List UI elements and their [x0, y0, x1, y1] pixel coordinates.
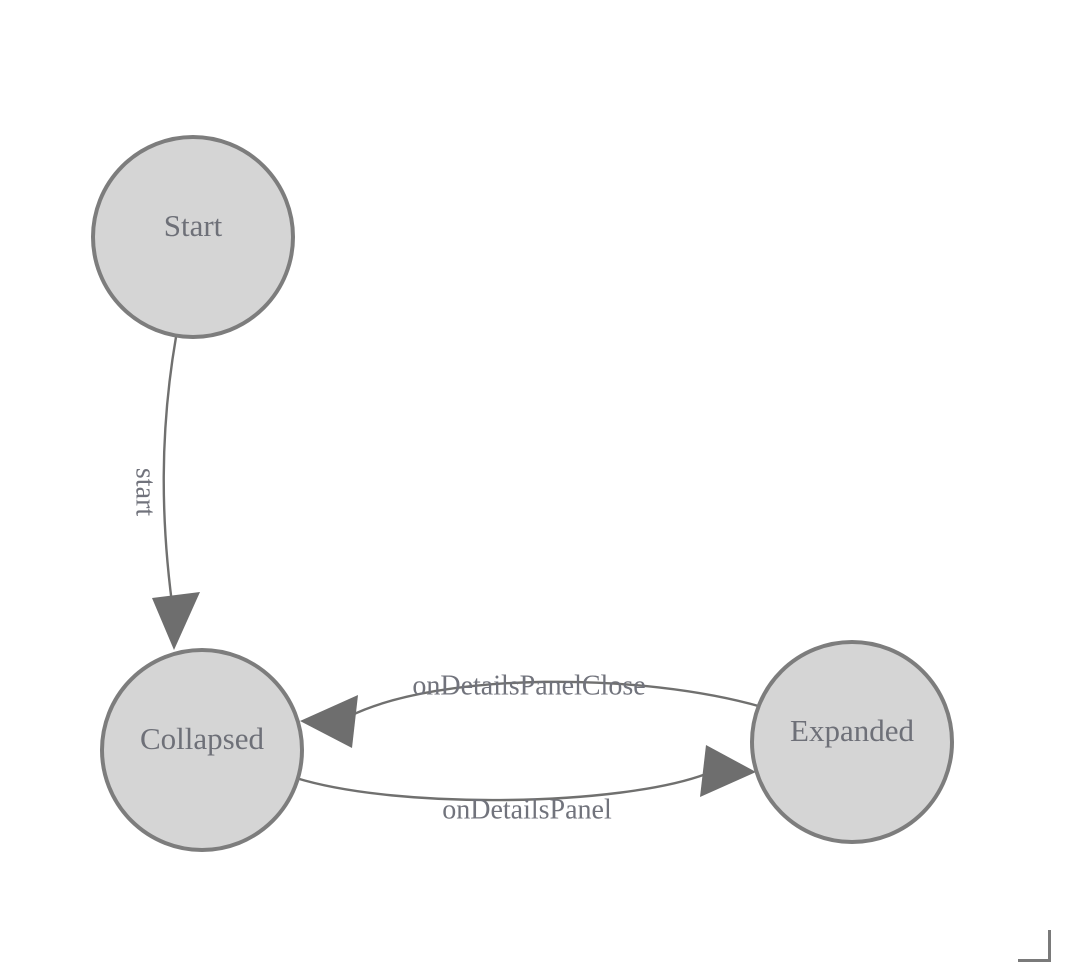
state-node-start-circle: [91, 135, 295, 339]
edge-path-expanded-to-collapsed: [348, 680, 764, 718]
state-node-collapsed[interactable]: Collapsed: [100, 648, 304, 852]
canvas-corner-bracket-horizontal: [1018, 959, 1051, 962]
edge-collapsed-to-expanded[interactable]: onDetailsPanel: [294, 745, 756, 825]
edge-label-start: start: [130, 468, 161, 516]
state-node-start[interactable]: Start: [91, 135, 295, 339]
edge-path-start-to-collapsed: [162, 335, 178, 620]
state-node-expanded[interactable]: Expanded: [750, 640, 954, 844]
state-node-start-label: Start: [164, 208, 223, 243]
arrowhead-into-collapsed-right: [300, 695, 358, 748]
edge-expanded-to-collapsed[interactable]: onDetailsPanelClose: [300, 670, 764, 748]
arrowhead-into-collapsed-top: [152, 592, 200, 650]
edge-label-on-details-panel-close: onDetailsPanelClose: [412, 670, 645, 701]
arrowhead-into-expanded-left: [700, 745, 756, 797]
state-node-collapsed-circle: [100, 648, 304, 852]
state-node-collapsed-label: Collapsed: [140, 721, 264, 756]
edge-label-on-details-panel: onDetailsPanel: [442, 794, 612, 825]
state-node-expanded-circle: [750, 640, 954, 844]
state-node-expanded-label: Expanded: [790, 713, 914, 748]
edge-start-to-collapsed[interactable]: start: [130, 335, 200, 650]
canvas-corner-bracket-vertical: [1048, 930, 1051, 962]
edge-path-collapsed-to-expanded: [294, 772, 708, 802]
